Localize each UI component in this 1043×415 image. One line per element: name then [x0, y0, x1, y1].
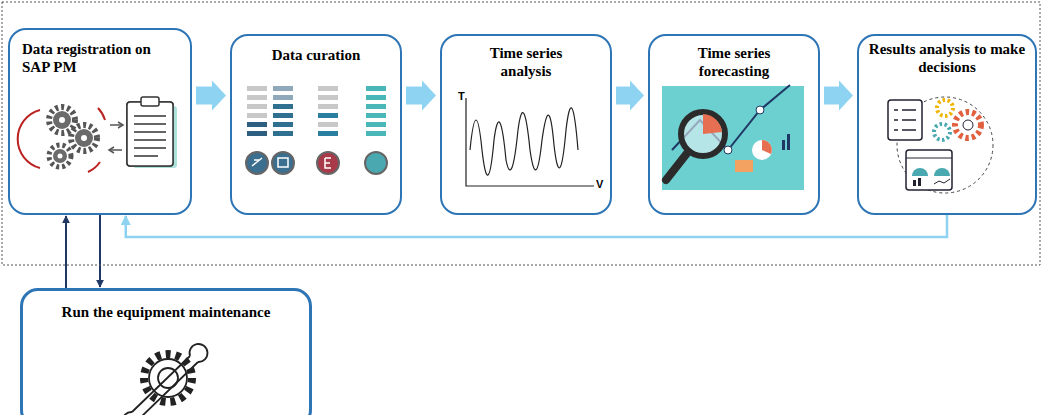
process-box: Results analysis to make decisions: [857, 34, 1037, 215]
box-title: Run the equipment maintenance: [31, 303, 301, 321]
clipboard-icon: [109, 97, 177, 168]
box-title: Data registration on SAP PM: [22, 40, 162, 76]
flow-arrow: [406, 81, 436, 111]
dashed-frame: [2, 2, 1040, 265]
gears-icon: [18, 107, 105, 172]
box-title: Time series analysis: [469, 44, 584, 80]
process-box: Data curation: [230, 34, 402, 215]
flow-arrow: [824, 81, 853, 111]
axis-label: T: [458, 90, 465, 102]
box-title: Time series forecasting: [677, 44, 792, 80]
forecast-illustration: [662, 85, 804, 190]
link-arrow: [65, 216, 67, 288]
feedback-arrow: [126, 215, 947, 237]
box-title: Results analysis to make decisions: [867, 40, 1027, 76]
data-bars-icon: [246, 86, 387, 174]
flow-arrow: [616, 81, 644, 111]
time-series-plot: [466, 98, 594, 186]
axis-label: V: [596, 178, 603, 190]
box-title: Data curation: [251, 46, 381, 64]
flow-arrow: [196, 81, 226, 111]
decision-icons: [888, 97, 993, 193]
process-box: Time series analysis: [440, 34, 612, 215]
link-arrow: [99, 215, 101, 287]
process-box: Run the equipment maintenance: [20, 288, 312, 415]
process-box: Data registration on SAP PM: [8, 28, 192, 215]
process-box: Time series forecasting: [648, 34, 820, 215]
wrench-gear-icon: [123, 344, 208, 415]
